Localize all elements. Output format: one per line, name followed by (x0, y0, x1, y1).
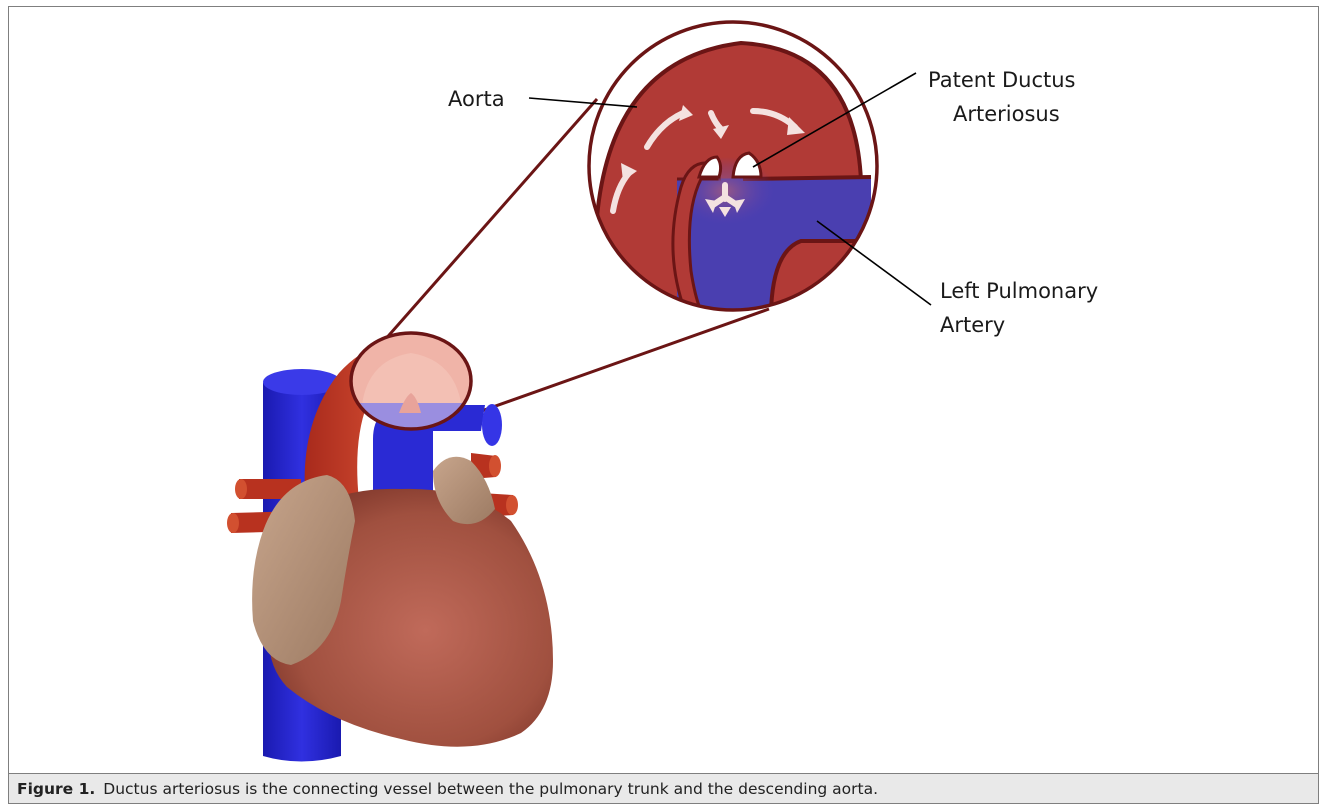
figure-caption: Figure 1. Ductus arteriosus is the conne… (8, 774, 1319, 804)
figure-frame: Aorta Patent Ductus Arteriosus Left Pulm… (8, 6, 1319, 774)
heart (227, 321, 553, 762)
heart-illustration (9, 7, 1318, 773)
lpa-label-line2: Artery (940, 310, 1005, 340)
pda-label-line2: Arteriosus (953, 99, 1060, 129)
zoom-inset (589, 21, 879, 311)
zoom-connector-lower (459, 309, 769, 419)
aorta-label: Aorta (448, 84, 505, 114)
lpa-label-line1: Left Pulmonary (940, 276, 1098, 306)
caption-label: Figure 1. (17, 780, 95, 798)
caption-text: Ductus arteriosus is the connecting vess… (103, 780, 878, 798)
pda-label-line1: Patent Ductus (928, 65, 1075, 95)
